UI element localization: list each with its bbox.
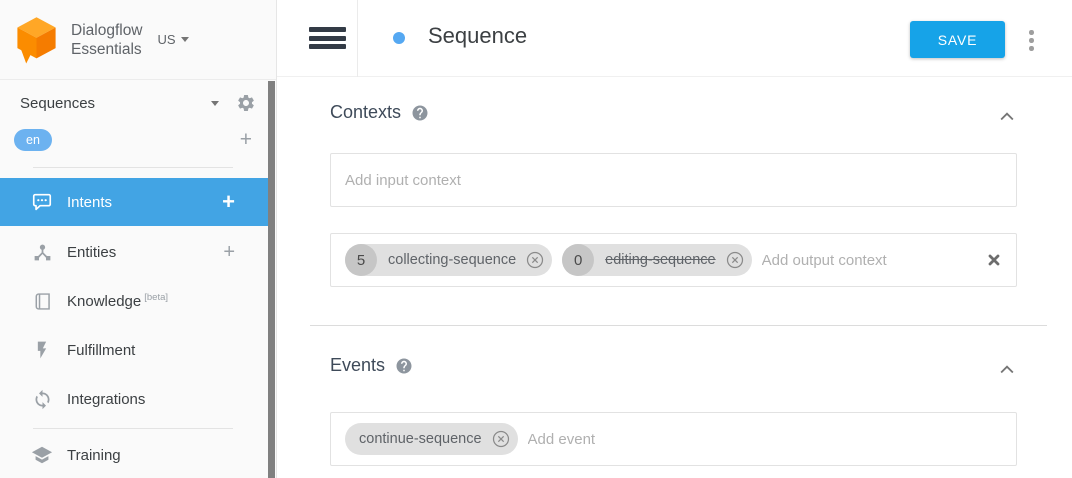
agent-selector[interactable]: Sequences xyxy=(20,94,96,112)
sidebar-item-label: Entities xyxy=(67,243,117,261)
help-icon[interactable] xyxy=(395,357,413,375)
language-badge[interactable]: en xyxy=(14,129,52,151)
sidebar-scrollbar[interactable] xyxy=(268,81,275,478)
add-language-button[interactable]: + xyxy=(239,128,252,151)
region-label: US xyxy=(157,32,176,47)
sync-arrows-icon xyxy=(30,387,54,411)
context-lifespan[interactable]: 0 xyxy=(562,244,595,276)
event-input[interactable] xyxy=(527,430,1002,448)
sidebar-item-intents[interactable]: Intents + xyxy=(0,178,269,226)
sidebar-item-label: Integrations xyxy=(67,390,146,408)
output-context-chip[interactable]: 0 editing-sequence xyxy=(562,244,752,276)
add-entity-button[interactable]: + xyxy=(223,240,235,263)
intent-status-dot xyxy=(393,32,405,44)
events-heading: Events xyxy=(330,355,386,375)
page-title: Sequence xyxy=(428,23,528,48)
context-name: collecting-sequence xyxy=(388,252,517,268)
output-context-input[interactable] xyxy=(761,251,986,269)
header-divider xyxy=(357,0,358,77)
clear-contexts-icon[interactable] xyxy=(986,252,1002,268)
events-field[interactable]: continue-sequence xyxy=(330,412,1017,466)
contexts-heading: Contexts xyxy=(330,102,402,122)
chat-bubble-icon xyxy=(30,190,54,214)
save-button[interactable]: SAVE xyxy=(910,21,1005,58)
context-name: editing-sequence xyxy=(605,252,716,268)
chevron-down-icon[interactable] xyxy=(211,100,219,106)
input-context-input[interactable] xyxy=(345,171,1002,189)
dialogflow-logo-icon xyxy=(17,16,56,63)
sidebar-item-label: Training xyxy=(67,446,121,464)
more-options-icon[interactable] xyxy=(1027,28,1036,53)
sidebar-divider xyxy=(33,167,233,168)
sidebar-item-entities[interactable]: Entities + xyxy=(0,228,269,276)
graduation-cap-icon xyxy=(30,443,54,467)
remove-event-icon[interactable] xyxy=(491,429,511,449)
collapse-events-icon[interactable] xyxy=(997,360,1017,380)
event-name: continue-sequence xyxy=(359,431,482,447)
sidebar-divider xyxy=(33,428,233,429)
app-name: Dialogflow Essentials xyxy=(71,21,143,59)
sidebar-item-label: Fulfillment xyxy=(67,341,136,359)
book-icon xyxy=(30,289,54,313)
sidebar-item-training[interactable]: Training xyxy=(0,432,269,478)
remove-context-icon[interactable] xyxy=(525,250,545,270)
sidebar-item-fulfillment[interactable]: Fulfillment xyxy=(0,326,269,374)
contexts-section-title: Contexts xyxy=(330,102,429,123)
sidebar-item-label: Intents xyxy=(67,193,113,211)
sidebar-item-knowledge[interactable]: Knowledge[beta] xyxy=(0,277,269,325)
agent-selector-row: Sequences xyxy=(20,88,256,118)
add-intent-button[interactable]: + xyxy=(222,189,235,214)
beta-badge: [beta] xyxy=(144,292,169,303)
lightning-bolt-icon xyxy=(30,338,54,362)
intent-editor: Contexts 5 collecting-sequence 0 xyxy=(277,77,1072,478)
sidebar: Dialogflow Essentials US Sequences en + xyxy=(0,0,277,478)
language-row: en + xyxy=(14,128,252,152)
output-context-chip[interactable]: 5 collecting-sequence xyxy=(345,244,553,276)
entity-tree-icon xyxy=(30,240,54,264)
hamburger-menu-icon[interactable] xyxy=(309,27,346,53)
output-context-field[interactable]: 5 collecting-sequence 0 editing-sequence xyxy=(330,233,1017,287)
logo-area: Dialogflow Essentials US xyxy=(0,0,276,80)
sidebar-item-integrations[interactable]: Integrations xyxy=(0,375,269,423)
chevron-down-icon xyxy=(180,37,189,42)
section-divider xyxy=(310,325,1047,326)
events-section-title: Events xyxy=(330,355,413,376)
sidebar-item-label: Knowledge[beta] xyxy=(67,292,169,310)
event-chip[interactable]: continue-sequence xyxy=(345,423,518,455)
collapse-contexts-icon[interactable] xyxy=(997,107,1017,127)
help-icon[interactable] xyxy=(411,104,429,122)
remove-context-icon[interactable] xyxy=(725,250,745,270)
input-context-field[interactable] xyxy=(330,153,1017,207)
region-selector[interactable]: US xyxy=(158,32,189,47)
app-name-line1: Dialogflow xyxy=(71,21,143,39)
gear-icon[interactable] xyxy=(236,93,256,113)
context-lifespan[interactable]: 5 xyxy=(345,244,377,276)
top-bar: Sequence SAVE xyxy=(277,0,1072,77)
app-name-line2: Essentials xyxy=(71,40,142,58)
